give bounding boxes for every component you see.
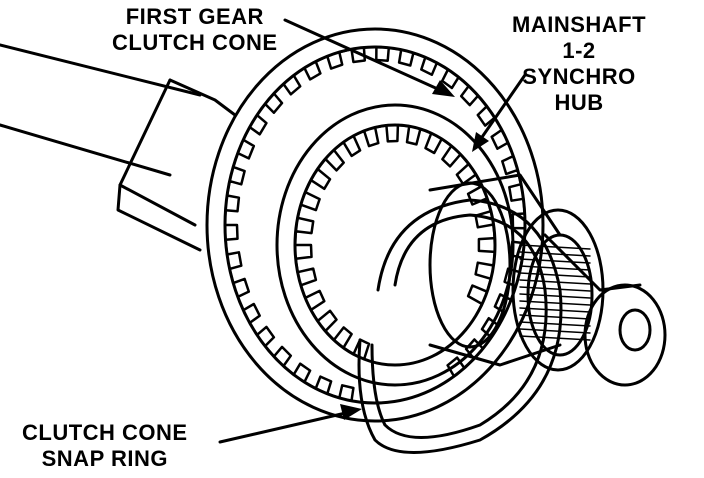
mainshaft-label-line-3: SYNCHRO	[522, 64, 636, 89]
clutch-cone-snap-ring	[357, 198, 563, 454]
mainshaft-synchro-hub-label: MAINSHAFT 1-2 SYNCHRO HUB	[512, 12, 646, 116]
clutch-cone-snap-ring-label: CLUTCH CONE SNAP RING	[22, 420, 188, 472]
snap-ring-label-line-1: CLUTCH CONE	[22, 420, 188, 445]
arrow-first-gear	[283, 18, 442, 92]
mainshaft-synchro-hub	[275, 103, 515, 387]
arrowhead-snap-ring	[340, 404, 362, 420]
arrowhead-synchro-hub	[472, 132, 489, 152]
first-gear-label-line-1: FIRST GEAR	[125, 4, 264, 29]
first-gear-clutch-cone-label: FIRST GEAR CLUTCH CONE	[112, 4, 278, 56]
mainshaft-label-line-4: HUB	[554, 90, 604, 115]
mainshaft-label-line-1: MAINSHAFT	[512, 12, 647, 37]
housing-bracket	[0, 43, 237, 252]
arrow-snap-ring	[218, 410, 352, 444]
mainshaft	[428, 173, 667, 387]
arrow-synchro-hub	[478, 73, 527, 142]
first-gear-label-line-2: CLUTCH CONE	[112, 30, 278, 55]
snap-ring-label-line-2: SNAP RING	[41, 446, 168, 471]
arrowhead-first-gear	[432, 80, 455, 97]
leader-arrows	[218, 18, 527, 444]
mainshaft-label-line-2: 1-2	[562, 38, 596, 63]
